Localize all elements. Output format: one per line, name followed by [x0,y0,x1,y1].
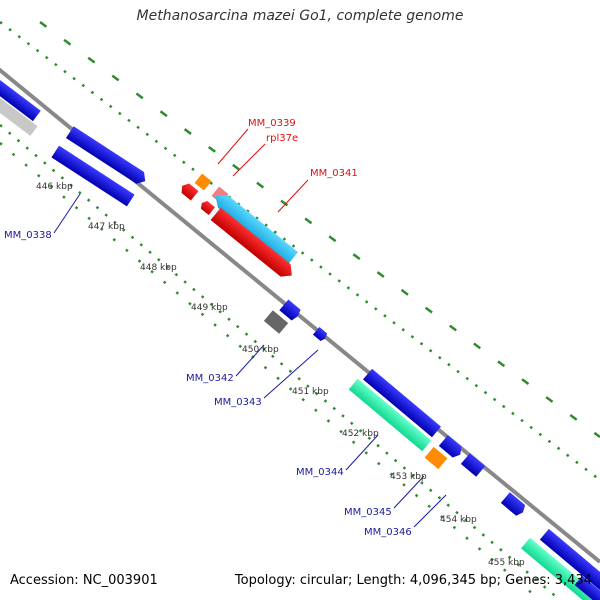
tick-label: 446 kbp [36,182,73,192]
gene-blue-edge-bottom [574,575,600,600]
leader-rpl37e [232,143,266,177]
leader-mm0342 [235,344,265,377]
leader-mm0341 [277,179,309,213]
gene-label-mm0342[interactable]: MM_0342 [186,373,234,384]
tick-label: 450 kbp [242,345,279,355]
leader-mm0338 [53,193,81,234]
genome-stats-text: Topology: circular; Length: 4,096,345 bp… [234,573,592,588]
gene-label-mm0338[interactable]: MM_0338 [4,230,52,241]
gene-label-mm0339[interactable]: MM_0339 [248,118,296,129]
leader-mm0339 [217,128,249,165]
gene-forward-4 [438,435,462,458]
tick-label: 451 kbp [292,387,329,397]
leader-mm0345 [393,475,425,509]
gene-mm0338-upper [65,126,146,184]
gene-forward-3 [363,368,441,438]
gene-mm0345 [424,446,448,470]
gene-label-mm0346[interactable]: MM_0346 [364,527,412,538]
gene-mm0342 [263,310,289,334]
gene-mm0339 [194,173,212,191]
gene-green-edge [521,537,599,600]
tick-label: 447 kbp [88,222,125,232]
inner-tick-row-1 [0,124,561,600]
gene-label-rpl37e[interactable]: rpl37e [266,133,298,144]
tick-label: 455 kbp [488,558,525,568]
leader-mm0346 [413,494,447,528]
gene-block-light-grey [0,87,38,136]
gene-red-small-2 [200,200,216,216]
gene-label-mm0344[interactable]: MM_0344 [296,467,344,478]
leader-mm0343 [263,349,319,399]
gene-label-mm0341[interactable]: MM_0341 [310,168,358,179]
tick-label: 449 kbp [191,303,228,313]
gene-forward-7 [539,528,600,592]
accession-text: Accession: NC_003901 [10,573,158,588]
tick-label: 453 kbp [390,472,427,482]
tick-label: 454 kbp [440,515,477,525]
gene-forward-5 [460,453,486,477]
gene-forward-1 [279,299,301,321]
tick-label: 452 kbp [342,429,379,439]
tick-label: 448 kbp [140,263,177,273]
gene-forward-6 [500,492,526,516]
map-title: Methanosarcina mazei Go1, complete genom… [136,8,464,24]
outer-tick-row-1 [0,21,600,481]
inner-tick-row-2 [0,142,541,600]
gene-label-mm0343[interactable]: MM_0343 [214,397,262,408]
gene-mm0344 [348,378,432,452]
gene-red-long [210,207,292,277]
gene-mm0341 [215,195,299,265]
gene-label-mm0345[interactable]: MM_0345 [344,507,392,518]
gene-mm0338 [51,145,135,207]
leader-mm0344 [345,434,379,471]
gene-forward-2 [312,326,328,342]
gene-block-blue-edge [0,59,41,122]
gene-red-small-1 [181,183,199,201]
